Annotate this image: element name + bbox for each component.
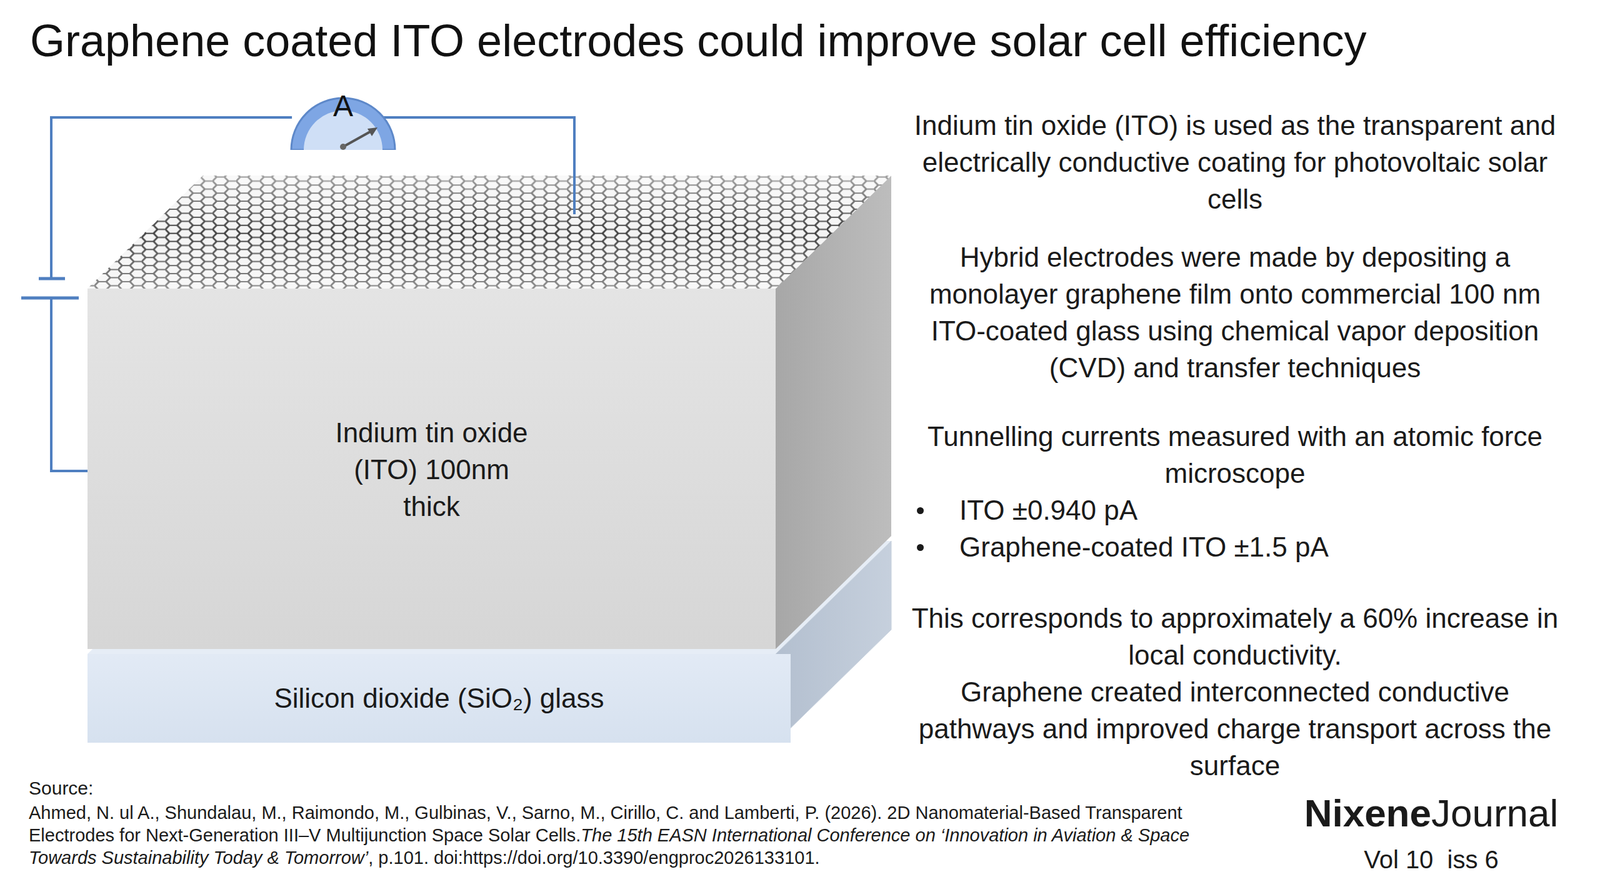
paragraph: This corresponds to approximately a 60% … bbox=[906, 600, 1564, 674]
node-label: A bbox=[282, 90, 404, 122]
graphene-shading bbox=[87, 175, 892, 289]
journal-name-bold: Nixene bbox=[1304, 791, 1432, 835]
node-label: Silicon dioxide (SiO₂) glass bbox=[87, 681, 791, 716]
bullet-row: Graphene-coated ITO ±1.5 pA bbox=[914, 528, 1564, 566]
needle-pivot bbox=[340, 143, 347, 150]
battery-plate-short bbox=[38, 277, 65, 281]
ito-layer: Indium tin oxide (ITO) 100nm thick bbox=[87, 288, 776, 650]
paragraph: Graphene created interconnected conducti… bbox=[906, 673, 1564, 785]
text-column: Indium tin oxide (ITO) is used as the tr… bbox=[906, 106, 1564, 785]
journal-name: NixeneJournal bbox=[1287, 791, 1575, 837]
journal-name-light: Journal bbox=[1431, 791, 1559, 835]
bullet-item: ITO ±0.940 pA bbox=[959, 495, 1138, 526]
issue-number: Vol 10 iss 6 bbox=[1287, 845, 1575, 875]
citation: Ahmed, N. ul A., Shundalau, M., Raimondo… bbox=[28, 801, 1254, 870]
paragraph: Indium tin oxide (ITO) is used as the tr… bbox=[906, 106, 1564, 218]
citation-text: , p.101. doi:https://doi.org/10.3390/eng… bbox=[368, 848, 820, 869]
wire bbox=[377, 117, 575, 215]
battery-plate-long bbox=[21, 296, 79, 300]
graphene-lattice bbox=[87, 175, 892, 289]
glass-substrate: Silicon dioxide (SiO₂) glass bbox=[87, 654, 791, 744]
title: Graphene coated ITO electrodes could imp… bbox=[30, 13, 1367, 68]
dial-needle bbox=[343, 131, 370, 147]
paragraph: Tunnelling currents measured with an ato… bbox=[906, 418, 1564, 492]
bullet-item: Graphene-coated ITO ±1.5 pA bbox=[959, 531, 1329, 563]
wire-gap bbox=[43, 278, 59, 298]
ammeter-symbol: A bbox=[282, 79, 404, 150]
needle-head bbox=[367, 127, 378, 137]
bullet-row: ITO ±0.940 pA bbox=[914, 491, 1564, 529]
bullet-dot bbox=[916, 544, 924, 552]
paragraph: Hybrid electrodes were made by depositin… bbox=[906, 238, 1564, 387]
bullet-dot bbox=[916, 507, 924, 515]
source-heading: Source: bbox=[28, 777, 94, 800]
node-label: Indium tin oxide (ITO) 100nm thick bbox=[328, 413, 535, 525]
